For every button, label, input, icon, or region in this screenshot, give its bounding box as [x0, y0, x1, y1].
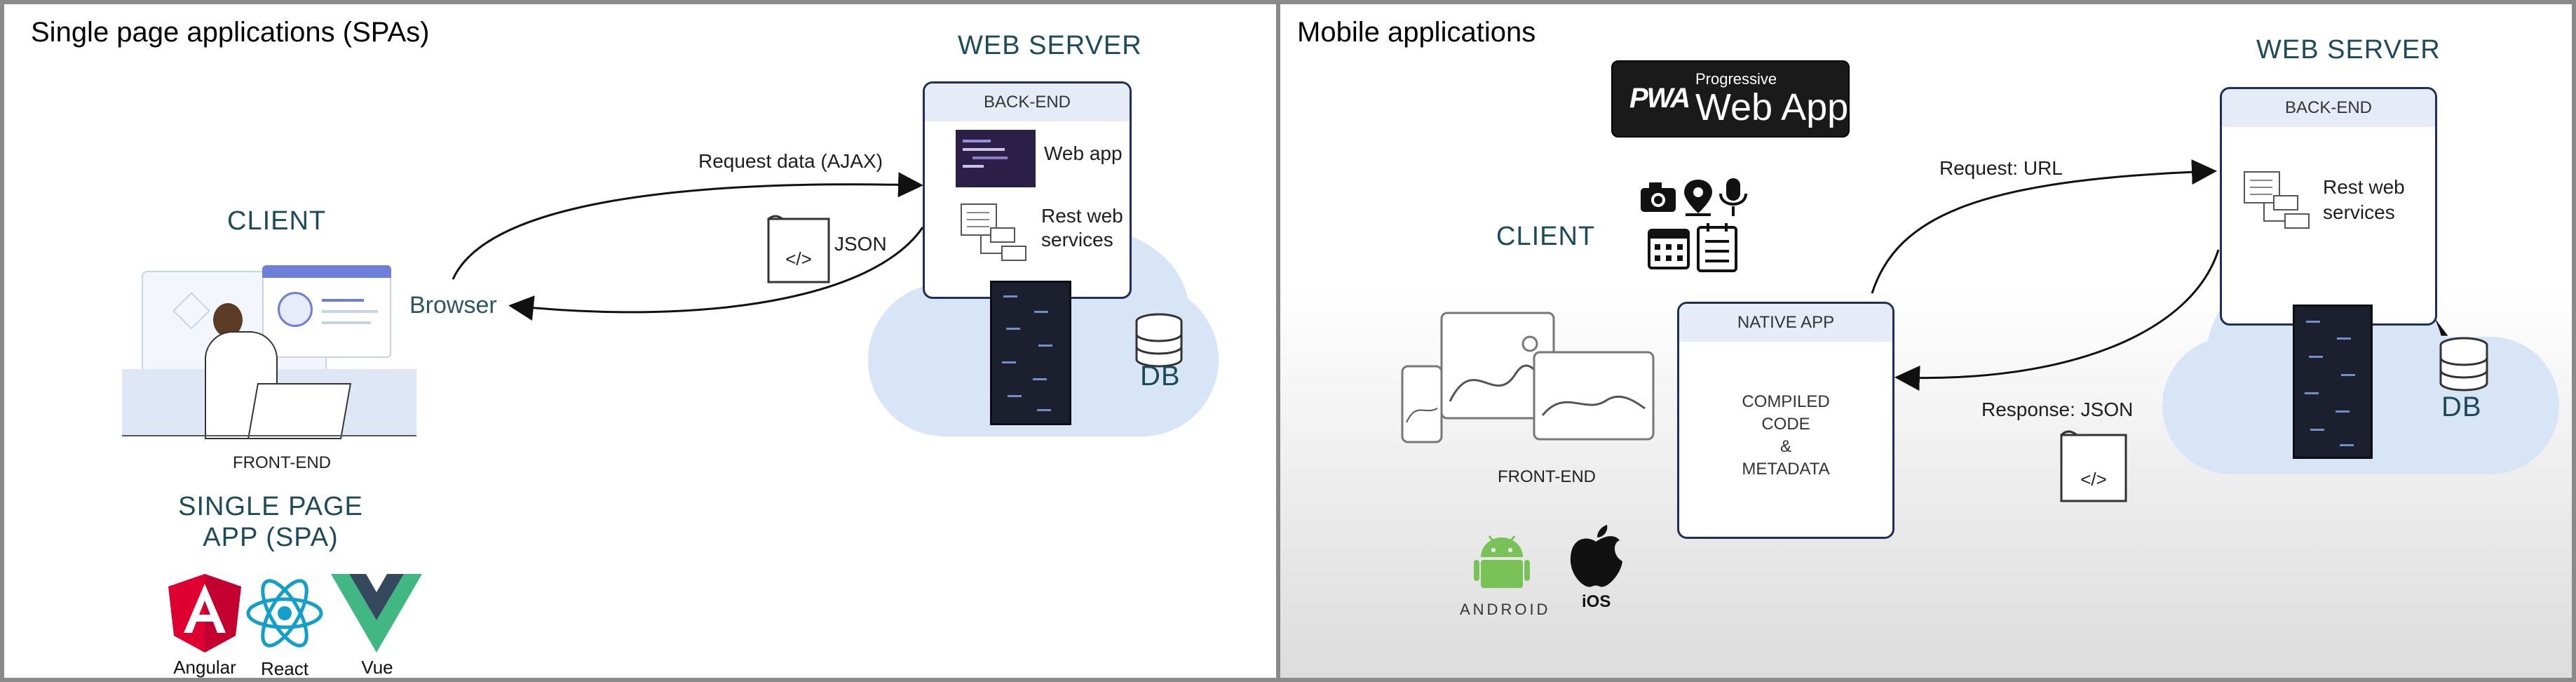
apple-icon: [1570, 525, 1622, 587]
rest-services-icon-right: [2244, 171, 2310, 229]
native-app-box: NATIVE APP COMPILED CODE & METADATA: [1677, 302, 1894, 539]
calendar-icon: [1648, 229, 1690, 269]
frontend-label-right: FRONT-END: [1498, 467, 1596, 486]
native-app-line1: COMPILED: [1742, 392, 1830, 411]
native-app-header: NATIVE APP: [1679, 304, 1892, 342]
request-url-label: Request: URL: [1939, 157, 2063, 179]
native-app-line3: &: [1780, 437, 1791, 456]
backend-box-header: BACK-END: [925, 83, 1130, 121]
request-arrow: [452, 172, 923, 280]
browser-label: Browser: [409, 292, 497, 319]
vue-label: Vue: [361, 657, 393, 678]
android-label: ANDROID: [1460, 601, 1551, 618]
pwa-web-app-text: Web App: [1695, 86, 1849, 128]
camera-icon: [1641, 182, 1676, 212]
request-data-label: Request data (AJAX): [698, 150, 883, 172]
client-illustration: [122, 264, 416, 439]
frontend-label: FRONT-END: [233, 453, 331, 472]
native-app-description: COMPILED CODE & METADATA: [1679, 391, 1892, 481]
response-arrow: [508, 227, 924, 321]
angular-icon: [168, 574, 241, 653]
native-app-line2: CODE: [1761, 415, 1810, 434]
database-icon-right: [2439, 337, 2488, 392]
db-label: DB: [1140, 361, 1181, 392]
pwa-logo: PWA: [1629, 83, 1690, 114]
android-icon: [1474, 535, 1530, 588]
pwa-badge: PWA Progressive Web App: [1611, 60, 1850, 138]
devices-illustration: [1401, 312, 1655, 443]
ios-label: iOS: [1582, 592, 1611, 611]
mobile-panel-title: Mobile applications: [1297, 17, 1536, 48]
spa-panel-title: Single page applications (SPAs): [31, 17, 430, 48]
rest-services-label-right: Rest web services: [2323, 176, 2405, 223]
pwa-progressive-text: Progressive: [1695, 70, 1777, 88]
web-app-icon: [956, 130, 1036, 187]
database-icon: [1135, 313, 1183, 368]
spa-heading: SINGLE PAGE APP (SPA): [178, 492, 363, 552]
web-server-heading: WEB SERVER: [958, 31, 1142, 60]
client-heading-right: CLIENT: [1496, 222, 1596, 251]
angular-label: Angular: [173, 657, 236, 678]
rest-services-icon: [961, 203, 1026, 261]
vue-icon: [331, 574, 422, 653]
react-icon: [246, 579, 323, 648]
spa-panel: Single page applications (SPAs) Request …: [0, 0, 1280, 682]
backend-box: BACK-END Web app Rest web services: [923, 81, 1132, 299]
json-response-code-tag: </>: [2080, 469, 2107, 490]
json-code-tag: </>: [785, 248, 812, 269]
json-label: JSON: [834, 233, 887, 255]
json-response-icon: </>: [2059, 428, 2129, 504]
client-heading: CLIENT: [227, 206, 327, 236]
server-rack-icon-right: [2293, 305, 2373, 459]
backend-box-right-header: BACK-END: [2222, 89, 2435, 127]
microphone-icon: [1719, 178, 1747, 216]
request-url-arrow: [1871, 159, 2217, 294]
json-document-icon: </>: [766, 213, 832, 285]
response-json-label: Response: JSON: [1981, 399, 2134, 420]
backend-box-right: BACK-END Rest web services: [2220, 87, 2437, 326]
rest-services-label: Rest web services: [1041, 205, 1123, 250]
server-rack-icon: [990, 281, 1071, 425]
web-server-heading-right: WEB SERVER: [2256, 35, 2441, 65]
location-pin-icon: [1684, 180, 1712, 216]
react-label: React: [261, 658, 309, 679]
response-json-arrow: [1894, 249, 2220, 391]
mobile-panel: Mobile applications PWA Progressive Web …: [1276, 0, 2576, 682]
device-feature-icons: [1641, 178, 1747, 272]
notes-icon: [1697, 223, 1737, 272]
web-app-label: Web app: [1044, 142, 1123, 164]
native-app-line4: METADATA: [1742, 460, 1830, 479]
db-label-right: DB: [2441, 392, 2482, 422]
